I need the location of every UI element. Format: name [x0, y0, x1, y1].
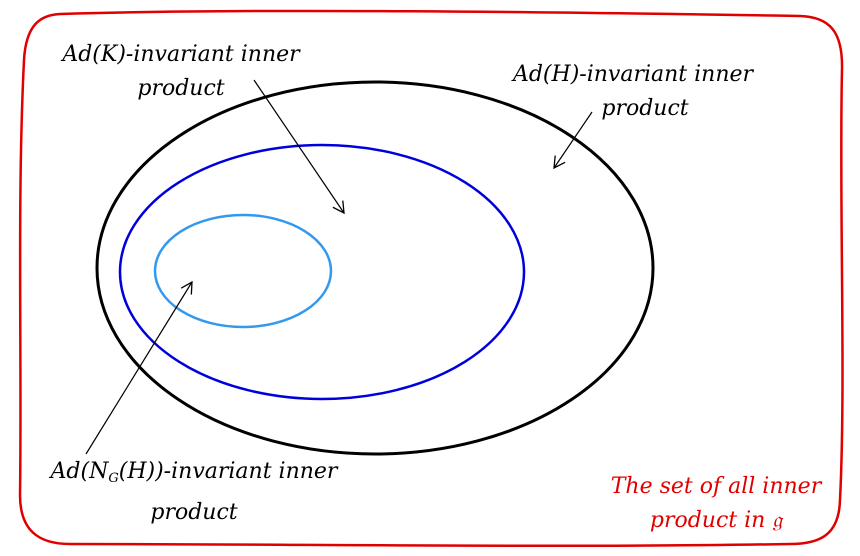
ad-h-label-line2: product — [601, 96, 689, 121]
ad-ngh-prefix: Ad(N — [50, 459, 109, 484]
ad-ngh-label-line2: product — [150, 500, 238, 525]
ad-h-invariant-set — [95, 80, 655, 456]
ad-h-label-line1: Ad(H)-invariant inner — [512, 62, 754, 87]
ad-k-invariant-set — [118, 143, 526, 401]
universal-label-line2: product in 𝔤 — [649, 508, 783, 533]
ad-h-label: Ad(H)-invariant inner product — [488, 58, 778, 126]
ad-ngh-invariant-set — [153, 213, 333, 329]
ad-ngh-subscript: G — [108, 471, 119, 486]
ad-ngh-label: Ad(NG(H))-invariant inner product — [24, 455, 364, 530]
universal-set-boundary — [18, 9, 844, 548]
ad-k-label-line2: product — [137, 76, 225, 101]
ad-ngh-suffix: (H))-invariant inner — [118, 459, 338, 484]
ad-k-label: Ad(K)-invariant inner product — [36, 38, 326, 106]
universal-set-label: The set of all inner product in 𝔤 — [596, 470, 836, 538]
ad-ngh-label-line1: Ad(NG(H))-invariant inner — [24, 455, 364, 496]
universal-label-line1: The set of all inner — [610, 474, 822, 499]
ad-ngh-arrow — [85, 280, 193, 455]
ad-k-arrow — [253, 79, 345, 215]
ad-h-arrow — [553, 111, 593, 170]
ad-k-label-line1: Ad(K)-invariant inner — [62, 42, 300, 67]
